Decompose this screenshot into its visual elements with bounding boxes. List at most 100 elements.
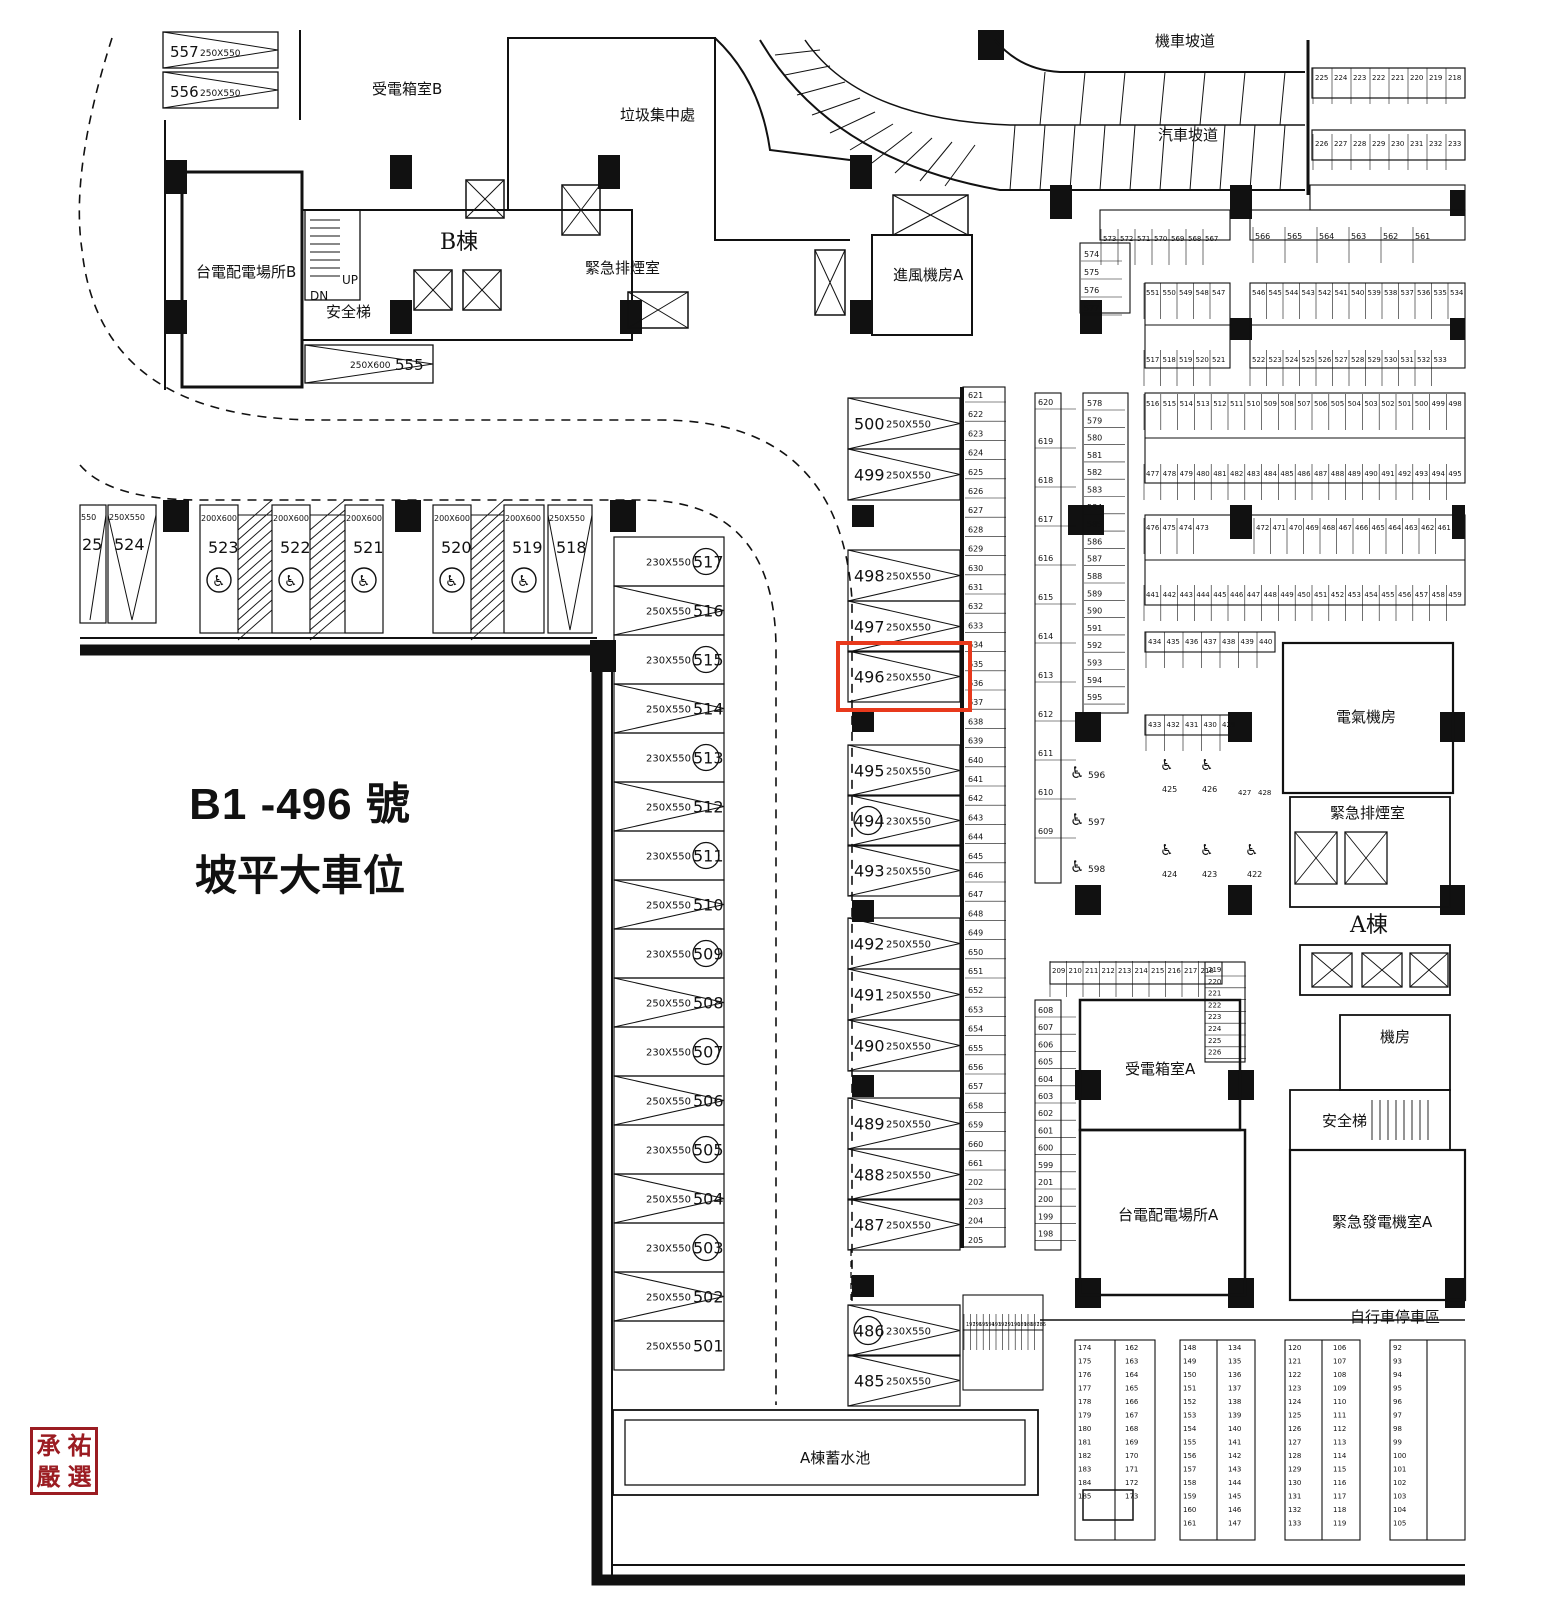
moto-518: 518 — [1163, 356, 1176, 364]
moto-625: 625 — [968, 468, 983, 477]
accessible-icon-glyph: ♿ — [284, 572, 297, 590]
machine-room-box — [1339, 1014, 1451, 1091]
moto-grid-upper-right — [1079, 184, 1466, 736]
bike-109: 109 — [1333, 1385, 1346, 1393]
column-b1 — [165, 160, 187, 194]
moto-631: 631 — [968, 583, 983, 592]
moto-546: 546 — [1252, 289, 1266, 297]
moto-594: 594 — [1087, 676, 1102, 685]
label-safety-stair-b: 安全梯 — [326, 303, 372, 321]
moto-199: 199 — [1038, 1212, 1053, 1221]
moto-550: 550 — [1163, 289, 1176, 297]
bike-113: 113 — [1333, 1439, 1346, 1447]
moto-598: 598 — [1088, 865, 1105, 875]
spot-501-number: 501 — [693, 1337, 724, 1356]
moto-630: 630 — [968, 564, 983, 573]
moto-227: 227 — [1334, 140, 1347, 148]
bike-180: 180 — [1078, 1425, 1091, 1433]
headline: B1 -496 號 坡平大車位 — [155, 768, 445, 903]
bike-150: 150 — [1183, 1371, 1196, 1379]
moto-425: 425 — [1162, 785, 1177, 794]
spot-498-number: 498 — [854, 567, 885, 586]
smoke-exhaust-shaft1 — [1294, 831, 1338, 885]
moto-219: 219 — [1429, 74, 1442, 82]
moto-584: 584 — [1087, 503, 1102, 512]
column-b5 — [390, 300, 412, 334]
bike-105: 105 — [1393, 1520, 1406, 1528]
moto-471: 471 — [1273, 524, 1286, 532]
moto-426: 426 — [1202, 785, 1217, 794]
label-garbage: 垃圾集中處 — [620, 106, 696, 124]
circle-mark — [853, 805, 883, 836]
moto-569: 569 — [1171, 235, 1184, 243]
moto-486: 486 — [1297, 470, 1311, 478]
moto-545: 545 — [1269, 289, 1282, 297]
column-b14 — [1450, 318, 1465, 340]
spot-497-number: 497 — [854, 618, 885, 637]
moto-468: 468 — [1322, 524, 1335, 532]
bike-190: 190 — [1011, 1322, 1021, 1328]
moto-621: 621 — [968, 391, 983, 400]
bike-135: 135 — [1228, 1358, 1241, 1366]
moto-643: 643 — [968, 813, 983, 822]
column-mid-2 — [852, 900, 874, 922]
seal-char-1: 承 — [36, 1430, 61, 1460]
moto-488: 488 — [1331, 470, 1344, 478]
bike-149: 149 — [1183, 1358, 1196, 1366]
spot-516-number: 516 — [693, 602, 724, 621]
moto-442: 442 — [1163, 591, 1176, 599]
circle-mark — [692, 547, 720, 576]
spot-495-size: 250X550 — [886, 767, 931, 778]
label-electrical-room: 電氣機房 — [1336, 708, 1397, 726]
moto-640: 640 — [968, 756, 983, 765]
accessible-icon: ♿ — [1200, 756, 1213, 774]
moto-505: 505 — [1331, 400, 1344, 408]
bike-147: 147 — [1228, 1520, 1241, 1528]
bike-157: 157 — [1183, 1466, 1196, 1474]
moto-218: 218 — [1448, 74, 1461, 82]
bike-165: 165 — [1125, 1385, 1138, 1393]
moto-438: 438 — [1222, 638, 1235, 646]
column-mid-3 — [852, 1075, 874, 1097]
moto-231: 231 — [1410, 140, 1423, 148]
spot-514-number: 514 — [693, 700, 724, 719]
moto-203: 203 — [968, 1197, 983, 1206]
moto-563: 563 — [1351, 232, 1366, 241]
bike-106: 106 — [1333, 1344, 1347, 1352]
bike-192: 192 — [998, 1322, 1008, 1328]
moto-549: 549 — [1179, 289, 1192, 297]
accessible-icon — [351, 567, 377, 593]
moto-544: 544 — [1285, 289, 1299, 297]
bike-136: 136 — [1228, 1371, 1242, 1379]
elevator-b5 — [627, 291, 689, 329]
spot-505-number: 505 — [693, 1141, 724, 1160]
shaft-b-right — [814, 249, 846, 316]
moto-225: 225 — [1208, 1037, 1221, 1045]
circle-mark — [692, 743, 720, 772]
elevator-crosses — [413, 179, 969, 329]
moto-602: 602 — [1038, 1109, 1053, 1118]
moto-458: 458 — [1432, 591, 1445, 599]
bike-168: 168 — [1125, 1425, 1138, 1433]
bike-102: 102 — [1393, 1479, 1406, 1487]
spot-490-number: 490 — [854, 1037, 885, 1056]
spot-510-size: 250X550 — [646, 901, 691, 912]
moto-529: 529 — [1368, 356, 1381, 364]
column-r2 — [1452, 505, 1465, 539]
bike-196: 196 — [972, 1322, 982, 1328]
moto-430: 430 — [1204, 721, 1217, 729]
moto-221: 221 — [1391, 74, 1404, 82]
moto-204: 204 — [968, 1217, 983, 1226]
spot-555-number: 555 — [395, 356, 424, 374]
moto-483: 483 — [1247, 470, 1260, 478]
column-top-3 — [590, 640, 616, 672]
moto-480: 480 — [1196, 470, 1209, 478]
column-top-2 — [610, 500, 636, 532]
ramp-hatch — [774, 49, 1286, 191]
moto-603: 603 — [1038, 1092, 1053, 1101]
circle-mark — [692, 1135, 720, 1164]
